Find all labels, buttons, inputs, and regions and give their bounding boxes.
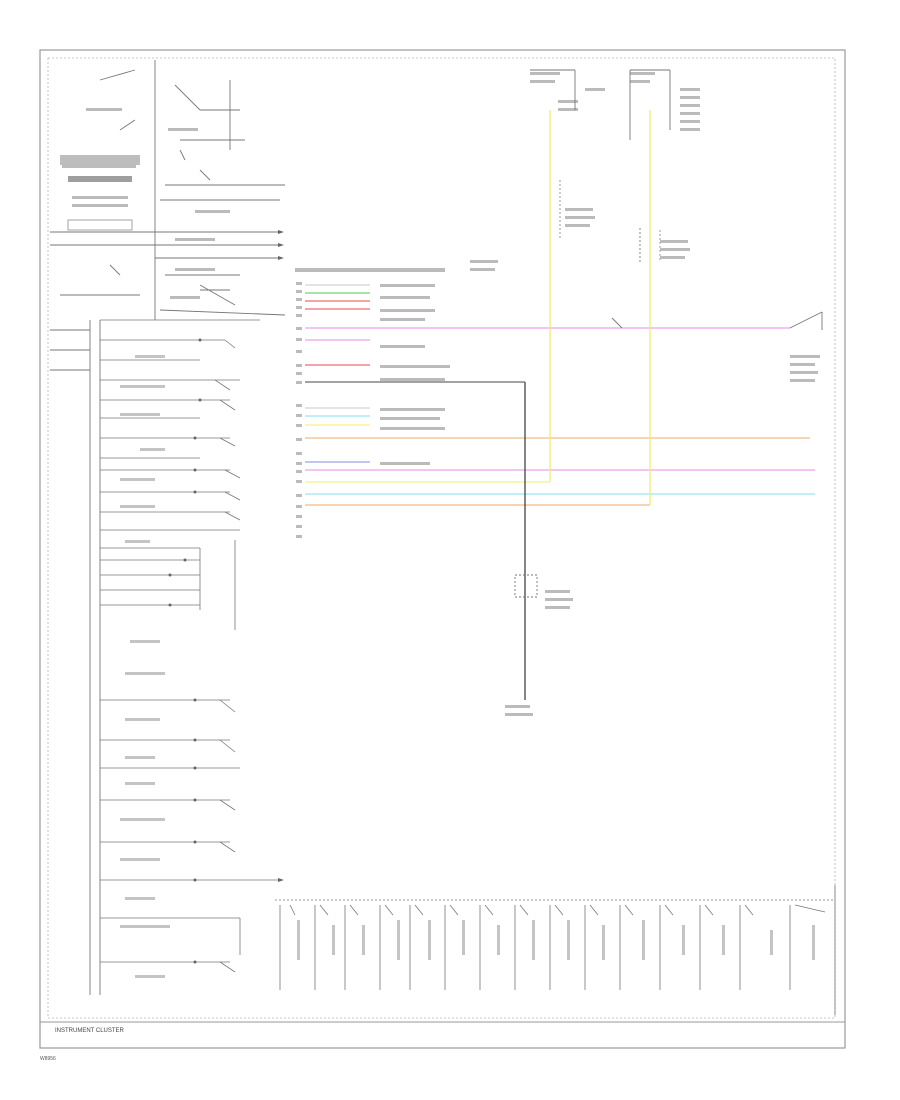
left-switch-panel <box>50 60 286 320</box>
left-bus <box>50 320 101 995</box>
colored-wires <box>305 284 815 506</box>
bottom-switch-array <box>275 885 836 1015</box>
vertical-runs <box>524 110 661 700</box>
misc-components <box>514 69 823 598</box>
page-ref-label: W8956 <box>40 1056 56 1062</box>
module-name-label: INSTRUMENT CLUSTER <box>55 1028 125 1034</box>
connector-pin-labels <box>295 268 450 538</box>
instrument-cluster-outline <box>47 57 836 1019</box>
cluster-switch-rows <box>100 319 280 973</box>
bottom-array-labels <box>297 920 815 960</box>
diagram-frame <box>39 49 846 1049</box>
component-marks <box>168 230 284 964</box>
left-panel-labels <box>62 108 230 299</box>
top-right-labels <box>470 72 820 716</box>
cluster-row-labels <box>120 355 170 978</box>
